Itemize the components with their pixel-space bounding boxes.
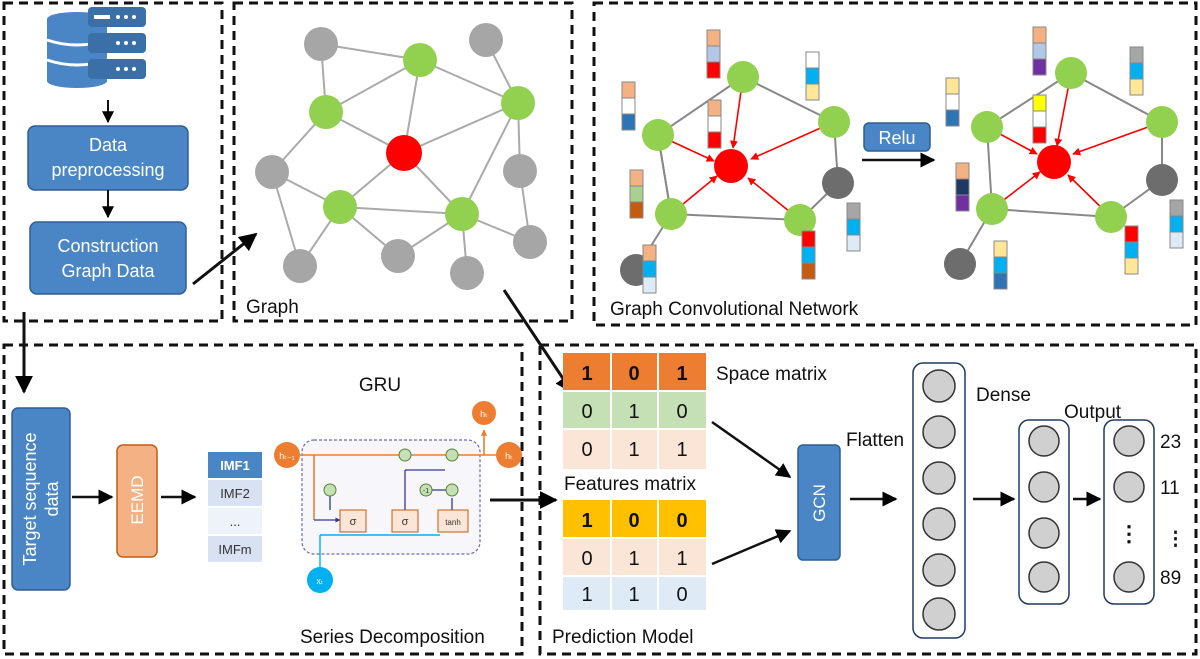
imf-item-1: IMF1 [220,458,250,473]
prediction-panel-label: Prediction Model [552,627,694,648]
construction-line1: Construction [57,236,158,256]
server-icon [88,7,146,79]
graph-panel-label: Graph [246,297,299,318]
gru-minus-one: -1 [423,488,429,495]
dense-label: Dense [976,385,1031,406]
output-layer: ⋮ [1103,419,1155,605]
target-sequence-line2: data [42,481,62,517]
graph-nodes [255,23,547,290]
dense-layer [1018,419,1070,605]
flatten-label: Flatten [846,430,904,451]
eemd-box [116,444,158,558]
features-cell-1-2: 1 [676,548,687,570]
gru-sigma-update: σ [402,516,409,528]
arrow-space-to-gcn [711,420,792,479]
space-cell-0-0: 1 [581,363,592,385]
space-cell-1-0: 0 [581,401,592,423]
output-value-2: 11 [1160,478,1180,499]
features-matrix-label: Features matrix [564,474,696,495]
space-cell-2-1: 1 [628,439,639,461]
features-cell-2-2: 0 [676,584,687,606]
output-value-last: 89 [1160,568,1181,589]
space-cell-2-0: 0 [581,439,592,461]
gcn-box [797,444,841,561]
panel-data-source [2,1,224,323]
gru-sigma-reset: σ [350,516,357,528]
gru-tanh: tanh [445,518,461,527]
graph-network [255,23,547,290]
space-matrix [563,353,706,469]
features-cell-0-1: 0 [628,510,639,532]
space-cell-0-1: 0 [628,363,639,385]
gcn-right-feature-vectors [945,26,1184,290]
imf-item-2: IMF2 [220,486,250,501]
space-cell-2-2: 1 [676,439,687,461]
space-cell-1-1: 1 [628,401,639,423]
features-cell-1-1: 1 [628,548,639,570]
construction-line2: Graph Data [61,261,155,281]
relu-label: Relu [878,128,915,148]
target-sequence-line1: Target sequence [20,432,40,565]
gru-h-t-out: hₜ [505,451,513,461]
features-matrix [563,500,706,610]
gru-h-prev: hₜ₋₁ [279,451,294,461]
features-cell-2-1: 1 [628,584,639,606]
construction-graph-box [29,221,187,295]
features-cell-2-0: 1 [581,584,592,606]
features-cell-0-2: 0 [676,510,687,532]
gru-x-t: xₜ [316,576,324,586]
panel-graph [232,1,574,323]
target-sequence-box [11,407,71,591]
features-cell-0-0: 1 [581,510,592,532]
data-preprocessing-line1: Data [89,135,128,155]
gru-h-t-up: hₜ [480,409,488,419]
arrow-features-to-gcn [711,529,792,566]
panel-series-decomposition [2,343,524,656]
features-cell-1-0: 0 [581,548,592,570]
gcn-left-feature-vectors [621,29,861,294]
data-preprocessing-line2: preprocessing [51,160,164,180]
eemd-label: EEMD [128,475,147,524]
imf-list: IMF1 IMF2 ... IMFm [208,452,262,562]
series-panel-label: Series Decomposition [300,627,485,648]
gru-cell: σ σ tanh -1 hₜ₋₁ hₜ hₜ xₜ [274,401,522,593]
panel-gcn [592,1,1198,327]
flatten-layer [912,362,966,639]
output-value-1: 23 [1160,432,1181,453]
svg-text:⋮: ⋮ [1118,521,1140,546]
space-cell-1-2: 0 [676,401,687,423]
output-value-ellipsis: ⋮ [1166,529,1185,550]
space-cell-0-2: 1 [676,363,687,385]
gcn-label: GCN [810,484,829,522]
arrow-graph-to-space-matrix [502,289,574,394]
relu-box [863,122,931,152]
gcn-panel-label: Graph Convolutional Network [610,299,859,320]
space-matrix-label: Space matrix [716,364,827,385]
gcn-right-graph [944,57,1178,280]
arrow-to-graph [192,232,258,286]
imf-item-3: ... [230,514,241,529]
imf-item-4: IMFm [218,542,251,557]
gru-title: GRU [359,375,401,396]
output-label: Output [1064,402,1122,423]
